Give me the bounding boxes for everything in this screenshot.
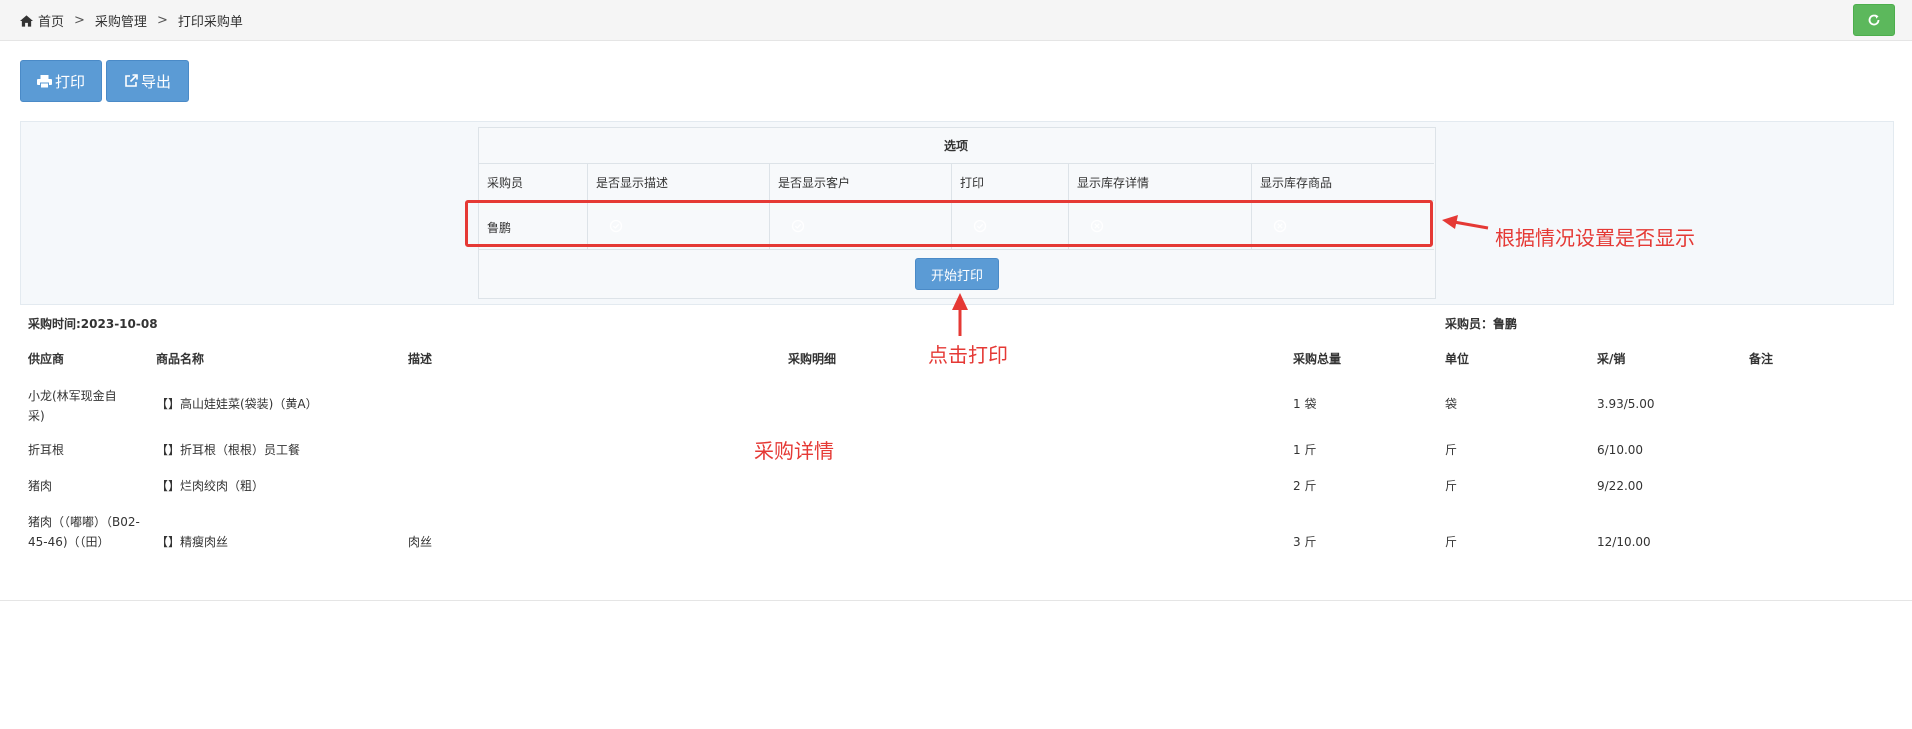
content-divider xyxy=(0,600,1912,601)
options-header-show-customer: 是否显示客户 xyxy=(778,175,851,190)
close-circle-icon xyxy=(1090,219,1104,233)
options-column-divider xyxy=(769,164,770,250)
annotation-arrow-up-icon xyxy=(952,293,968,336)
top-bar: 首页 > 采购管理 > 打印采购单 xyxy=(0,0,1912,41)
close-circle-icon xyxy=(1273,219,1287,233)
cell-unit: 斤 xyxy=(1445,535,1458,549)
cell-supplier: 折耳根 xyxy=(28,443,65,457)
cell-product: 【】烂肉绞肉（粗） xyxy=(156,479,265,493)
cell-ratio: 9/22.00 xyxy=(1597,479,1644,493)
printer-icon xyxy=(36,74,52,88)
export-icon xyxy=(125,74,138,87)
start-print-button[interactable]: 开始打印 xyxy=(915,258,999,290)
column-header-total-qty: 采购总量 xyxy=(1293,352,1342,366)
annotation-click-note: 点击打印 xyxy=(928,343,1008,367)
purchase-time: 采购时间:2023-10-08 xyxy=(28,317,158,331)
cell-qty: 1 袋 xyxy=(1293,397,1317,411)
annotation-arrow-left-icon xyxy=(1442,215,1489,230)
column-header-ratio: 采/销 xyxy=(1597,352,1626,366)
export-button-label: 导出 xyxy=(140,72,171,91)
cell-product: 【】高山娃娃菜(袋装)（黄A） xyxy=(156,397,318,411)
cell-supplier: 猪肉 xyxy=(28,479,53,493)
cell-product: 【】精瘦肉丝 xyxy=(156,535,229,549)
options-header-print: 打印 xyxy=(960,175,985,190)
column-header-supplier: 供应商 xyxy=(28,352,65,366)
breadcrumb-separator: > xyxy=(74,13,85,28)
options-column-divider xyxy=(587,164,588,250)
check-circle-icon xyxy=(791,219,805,233)
column-header-unit: 单位 xyxy=(1445,352,1470,366)
print-button-label: 打印 xyxy=(54,72,85,91)
options-header-buyer: 采购员 xyxy=(487,175,524,190)
breadcrumb-section[interactable]: 采购管理 xyxy=(94,15,147,30)
cell-unit: 斤 xyxy=(1445,443,1458,457)
column-header-note: 备注 xyxy=(1749,352,1774,366)
toggle-show-desc[interactable] xyxy=(596,211,636,241)
breadcrumb: 首页 > 采购管理 > 打印采购单 xyxy=(20,11,243,30)
check-circle-icon xyxy=(973,219,987,233)
cell-qty: 1 斤 xyxy=(1293,443,1317,457)
toggle-stock-goods[interactable] xyxy=(1260,211,1300,241)
check-circle-icon xyxy=(609,219,623,233)
cell-qty: 3 斤 xyxy=(1293,535,1317,549)
cell-product: 【】折耳根（根根）员工餐 xyxy=(156,443,301,457)
cell-ratio: 6/10.00 xyxy=(1597,443,1644,457)
options-column-divider xyxy=(1251,164,1252,250)
cell-ratio: 3.93/5.00 xyxy=(1597,397,1655,411)
refresh-icon xyxy=(1868,14,1880,26)
options-header-show-desc: 是否显示描述 xyxy=(596,175,669,190)
toggle-stock-detail[interactable] xyxy=(1077,211,1117,241)
options-column-divider xyxy=(1068,164,1069,250)
cell-desc: 肉丝 xyxy=(408,535,433,549)
toggle-print[interactable] xyxy=(960,211,1000,241)
column-header-desc: 描述 xyxy=(408,352,433,366)
cell-supplier: 猪肉（（嘟嘟）（B02-45-46)（（田） xyxy=(28,515,140,549)
export-button[interactable]: 导出 xyxy=(106,60,189,102)
annotation-detail-note: 采购详情 xyxy=(754,439,834,463)
breadcrumb-home[interactable]: 首页 xyxy=(38,15,65,30)
cell-unit: 斤 xyxy=(1445,479,1458,493)
column-header-detail: 采购明细 xyxy=(788,352,837,366)
breadcrumb-current: 打印采购单 xyxy=(177,15,243,30)
cell-qty: 2 斤 xyxy=(1293,479,1317,493)
breadcrumb-separator: > xyxy=(156,13,168,28)
toggle-show-customer[interactable] xyxy=(778,211,818,241)
options-buyer-name: 鲁鹏 xyxy=(487,220,512,235)
annotation-highlight-frame xyxy=(465,200,1433,247)
options-divider xyxy=(478,249,1434,250)
options-title: 选项 xyxy=(478,127,1434,164)
refresh-button[interactable] xyxy=(1853,4,1895,36)
options-header-stock-detail: 显示库存详情 xyxy=(1077,175,1150,190)
options-column-divider xyxy=(951,164,952,250)
cell-supplier: 小龙(林军现金自采) xyxy=(28,389,117,423)
cell-unit: 袋 xyxy=(1445,397,1458,411)
home-icon xyxy=(20,14,33,27)
buyer-info: 采购员：鲁鹏 xyxy=(1445,317,1518,331)
annotation-toggle-note: 根据情况设置是否显示 xyxy=(1495,226,1695,250)
cell-ratio: 12/10.00 xyxy=(1597,535,1651,549)
options-header-stock-goods: 显示库存商品 xyxy=(1260,175,1333,190)
print-button[interactable]: 打印 xyxy=(20,60,102,102)
column-header-product: 商品名称 xyxy=(156,352,205,366)
